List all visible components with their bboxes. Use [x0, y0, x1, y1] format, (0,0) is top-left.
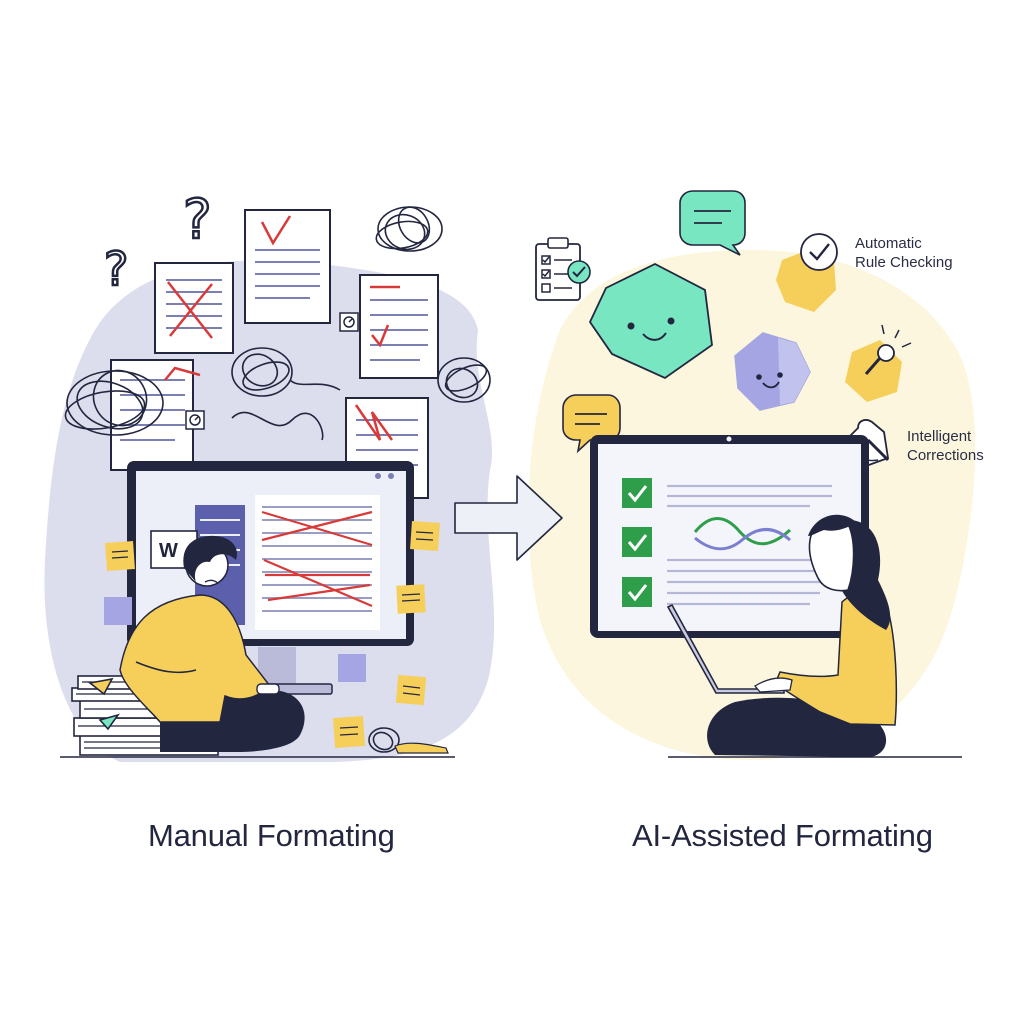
scribble-icon — [64, 369, 164, 436]
chat-bubble-icon — [679, 190, 746, 256]
friendly-hexagon-purple — [734, 332, 811, 411]
word-app-letter: W — [159, 540, 178, 562]
scribble-icon — [231, 347, 341, 397]
marked-up-document — [110, 359, 201, 471]
ai-monitor — [590, 435, 869, 638]
sticky-note — [396, 584, 426, 614]
feature-label-line: Intelligent — [907, 428, 972, 445]
scribble-icon — [375, 206, 443, 252]
sticky-note — [410, 521, 440, 551]
marked-up-document — [154, 262, 234, 354]
checkmark-badge-icon — [776, 233, 838, 312]
feature-label-automatic-rule-checking: Automatic Rule Checking — [855, 234, 953, 272]
gauge-icon — [339, 312, 359, 332]
sticky-note — [395, 674, 427, 706]
scribble-icon — [231, 411, 324, 441]
sticky-note — [105, 541, 135, 571]
feature-label-intelligent-corrections: Intelligent Corrections — [907, 427, 984, 465]
ai-formatting-caption: AI-Assisted Formating — [632, 818, 933, 853]
scribble-icon — [368, 727, 400, 753]
marked-up-document — [359, 274, 439, 379]
scribble-icon — [437, 357, 491, 403]
sticky-note — [104, 597, 132, 625]
feature-label-line: Rule Checking — [855, 254, 953, 271]
question-mark-icon: ? — [104, 242, 128, 296]
transition-arrow — [454, 475, 563, 561]
manual-formatting-caption: Manual Formating — [148, 818, 395, 853]
marked-up-document — [244, 209, 331, 324]
sticky-note — [332, 715, 366, 749]
floor-clutter — [394, 742, 449, 754]
check-box-icon — [622, 527, 652, 557]
friendly-hexagon-mint — [588, 262, 713, 380]
checklist-clipboard-icon — [535, 237, 591, 301]
sticky-note — [338, 654, 366, 682]
gauge-icon — [185, 410, 205, 430]
question-mark-icon: ? — [183, 188, 212, 251]
formatting-wave — [693, 517, 792, 546]
formatting-wave — [694, 528, 791, 551]
check-box-icon — [622, 478, 652, 508]
check-box-icon — [622, 577, 652, 607]
calm-person — [707, 514, 898, 757]
frustrated-person — [119, 535, 305, 752]
idea-badge-icon — [845, 324, 912, 402]
feature-label-line: Automatic — [855, 235, 922, 252]
feature-label-line: Corrections — [907, 447, 984, 464]
